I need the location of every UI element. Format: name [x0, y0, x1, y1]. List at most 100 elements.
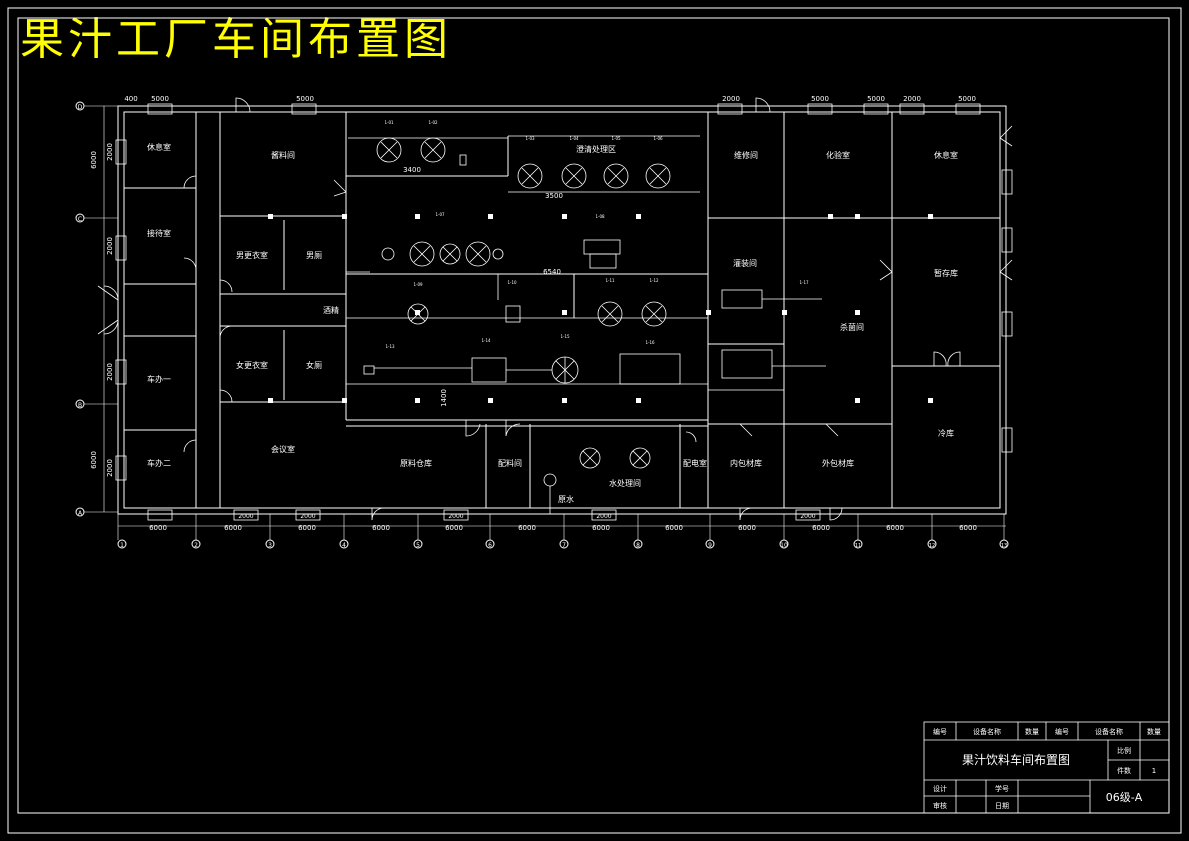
top-dim: 2000: [903, 95, 921, 103]
left-dim: 6000: [90, 451, 98, 469]
tb-header: 设备名称: [1095, 727, 1123, 736]
column-label: 1: [120, 542, 124, 549]
equip-label: 1-04: [569, 136, 579, 141]
span-dim: 6000: [224, 524, 242, 532]
top-dim: 5000: [811, 95, 829, 103]
left-dim: 2000: [106, 237, 114, 255]
tb-header: 编号: [1055, 727, 1069, 736]
tb-sheet-label: 件数: [1117, 766, 1131, 775]
equip-label: 1-09: [413, 282, 423, 287]
left-dim: 2000: [106, 363, 114, 381]
top-dim: 5000: [151, 95, 169, 103]
equip-label: 1-07: [435, 212, 445, 217]
column-label: 13: [1001, 543, 1007, 549]
window-dim: 2000: [238, 513, 253, 520]
room-labels: 休息室 接待室 男更衣室 男厕 车办一 女更衣室 女厕 车办二 会议室 酱料间 …: [147, 142, 958, 504]
span-dim: 6000: [738, 524, 756, 532]
title-block-text: 编号 设备名称 数量 编号 设备名称 数量 果汁饮料车间布置图 比例 件数 1 …: [933, 727, 1161, 810]
room-label: 冷库: [938, 428, 954, 438]
inner-dim: 1400: [440, 389, 448, 407]
tb-class-code: 06级-A: [1106, 791, 1143, 804]
span-dim: 6000: [665, 524, 683, 532]
top-dim: 5000: [867, 95, 885, 103]
column-label: 10: [780, 542, 788, 549]
tb-header: 数量: [1025, 727, 1039, 736]
row-label: A: [78, 510, 83, 517]
equip-label: 1-02: [428, 120, 438, 125]
equip-label: 1-06: [653, 136, 663, 141]
equip-label: 1-11: [605, 278, 615, 283]
room-label: 水处理间: [609, 478, 641, 488]
row-label: C: [78, 216, 82, 223]
title-block: [923, 721, 1170, 814]
room-label: 外包材库: [822, 458, 854, 468]
window-dim: 2000: [300, 513, 315, 520]
span-dim: 6000: [372, 524, 390, 532]
column-label: 6: [488, 542, 492, 549]
inner-dim: 6540: [543, 268, 561, 276]
equip-label: 1-13: [385, 344, 395, 349]
room-label: 灌装间: [733, 258, 757, 268]
room-label: 杀菌间: [840, 322, 864, 332]
room-label: 男更衣室: [236, 250, 268, 260]
top-dim: 5000: [296, 95, 314, 103]
top-dimensions: 400 5000 5000 2000 5000 5000 2000 5000: [124, 95, 976, 103]
row-axis-labels: D C B A: [75, 101, 85, 517]
span-dim: 6000: [812, 524, 830, 532]
room-label: 澄清处理区: [576, 144, 616, 154]
room-label: 女厕: [306, 360, 322, 370]
column-label: 12: [929, 543, 935, 549]
doors: [97, 97, 1013, 521]
top-dim: 5000: [958, 95, 976, 103]
span-dim: 6000: [149, 524, 167, 532]
equip-label: 1-15: [560, 334, 570, 339]
column-label: 7: [562, 542, 566, 549]
window-dims: 2000 2000 2000 2000 2000: [238, 513, 815, 520]
column-label: 9: [708, 542, 712, 549]
room-label: 暂存库: [934, 268, 958, 278]
equip-label: 1-01: [384, 120, 394, 125]
column-label: 4: [342, 542, 346, 549]
tb-student-label: 学号: [995, 784, 1009, 793]
span-dim: 6000: [959, 524, 977, 532]
tb-header: 编号: [933, 727, 947, 736]
column-label: 8: [636, 542, 640, 549]
left-dim: 6000: [90, 151, 98, 169]
tb-header: 设备名称: [973, 727, 1001, 736]
inner-dim: 3500: [545, 192, 563, 200]
row-label: D: [78, 104, 83, 111]
column-label: 3: [268, 542, 272, 549]
equip-label: 1-12: [649, 278, 659, 283]
left-dim: 2000: [106, 143, 114, 161]
equip-label: 1-08: [595, 214, 605, 219]
room-label: 内包材库: [730, 458, 762, 468]
room-label: 休息室: [147, 142, 171, 152]
room-label: 接待室: [147, 228, 171, 238]
tb-design-label: 设计: [933, 784, 947, 793]
column-axis-labels: 1 2 3 4 5 6 7 8 9 10 11 12 13: [117, 539, 1009, 549]
equip-label: 1-03: [525, 136, 535, 141]
inner-frame: [17, 17, 1170, 814]
span-dim: 6000: [298, 524, 316, 532]
room-label: 维修间: [734, 150, 758, 160]
room-label: 酒精: [323, 305, 339, 315]
windows: [115, 103, 1013, 521]
span-dim: 6000: [445, 524, 463, 532]
room-label: 化验室: [826, 150, 850, 160]
room-label: 原水: [558, 494, 574, 504]
tb-review-label: 审核: [933, 801, 947, 810]
room-label: 女更衣室: [236, 360, 268, 370]
left-dimensions: 2000 2000 2000 2000 6000 6000: [90, 143, 114, 477]
equipment-numbers: 1-01 1-02 1-03 1-04 1-05 1-06 1-07 1-08 …: [384, 120, 809, 349]
equip-label: 1-17: [799, 280, 809, 285]
building-walls: [117, 105, 1007, 515]
tb-date-label: 日期: [995, 802, 1009, 810]
room-label: 配电室: [683, 458, 707, 468]
span-dim: 6000: [518, 524, 536, 532]
room-label: 男厕: [306, 251, 322, 260]
column-label: 5: [416, 542, 420, 549]
room-label: 休息室: [934, 150, 958, 160]
drawing-title: 果汁工厂车间布置图: [20, 14, 452, 65]
span-dim: 6000: [886, 524, 904, 532]
